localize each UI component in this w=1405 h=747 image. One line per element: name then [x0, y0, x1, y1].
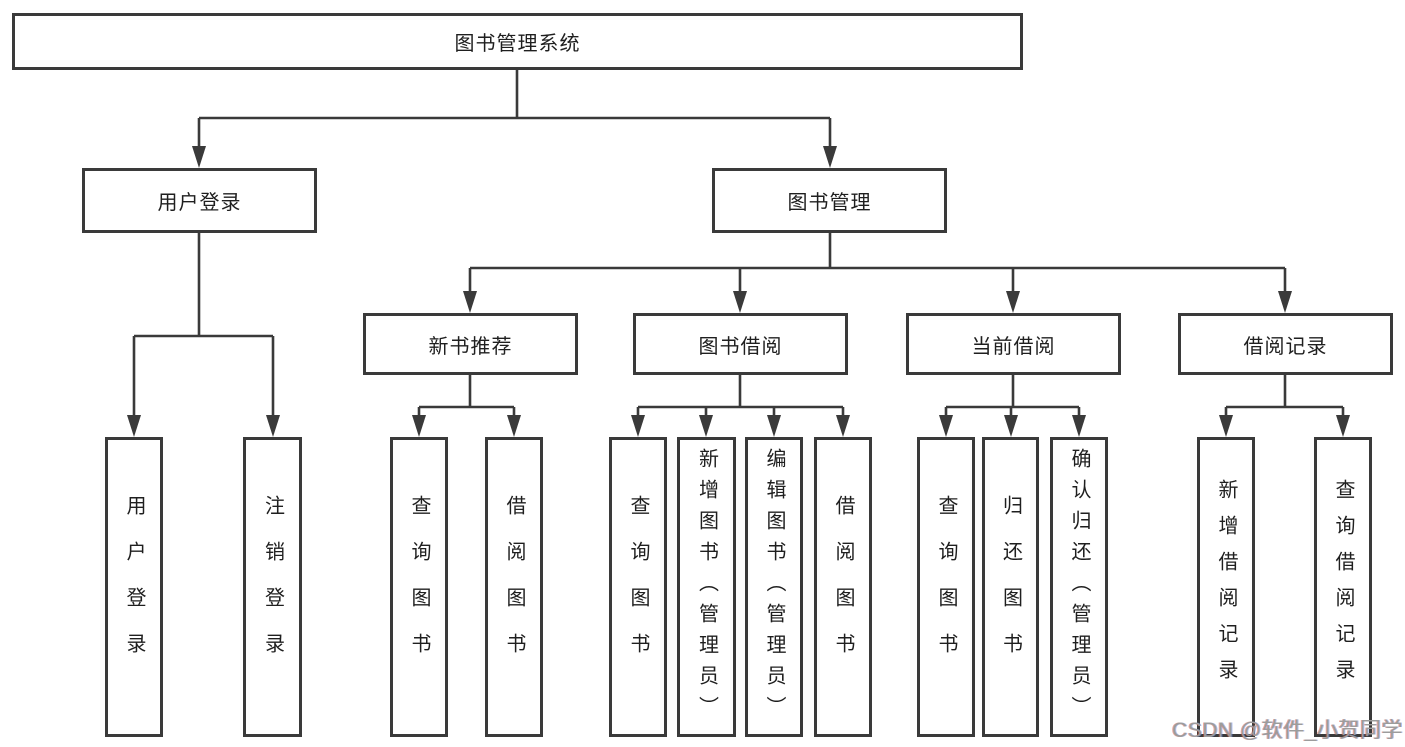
leaf-return-book: 归还图书	[982, 437, 1039, 737]
node-new-book-rec: 新书推荐	[363, 313, 578, 375]
leaf-add-borrow-record: 新增借阅记录	[1197, 437, 1255, 737]
leaf-user-login-label: 用户登录	[123, 495, 145, 679]
leaf-query-borrow-record: 查询借阅记录	[1314, 437, 1372, 737]
leaf-rec-query-books: 查询图书	[390, 437, 448, 737]
leaf-borrow-book-label: 借阅图书	[832, 495, 854, 679]
leaf-rec-query-books-label: 查询图书	[408, 495, 430, 679]
node-borrow-records: 借阅记录	[1178, 313, 1393, 375]
connector-borrow-records-to-children	[1219, 375, 1350, 437]
arrow-down-icon	[1278, 291, 1292, 313]
connector-user-login-to-children	[127, 233, 280, 437]
leaf-borrow-book: 借阅图书	[814, 437, 872, 737]
node-current-borrow: 当前借阅	[906, 313, 1121, 375]
arrow-down-icon	[1219, 415, 1233, 437]
connector-new-book-rec-to-children	[412, 375, 521, 437]
leaf-confirm-return-admin: 确认归还（管理员）	[1050, 437, 1108, 737]
arrow-down-icon	[631, 415, 645, 437]
node-root-label: 图书管理系统	[454, 33, 581, 55]
leaf-add-book-admin: 新增图书（管理员）	[677, 437, 736, 737]
arrow-down-icon	[733, 291, 747, 313]
connector-root-to-level2	[192, 70, 837, 168]
leaf-rec-borrow-books-label: 借阅图书	[503, 495, 525, 679]
arrow-down-icon	[266, 415, 280, 437]
node-user-login-label: 用户登录	[157, 192, 242, 214]
arrow-down-icon	[1072, 415, 1086, 437]
leaf-logout: 注销登录	[243, 437, 302, 737]
arrow-down-icon	[1006, 291, 1020, 313]
arrow-down-icon	[412, 415, 426, 437]
node-root: 图书管理系统	[12, 13, 1023, 70]
leaf-rec-borrow-books: 借阅图书	[485, 437, 543, 737]
leaf-return-book-label: 归还图书	[999, 495, 1022, 679]
arrow-down-icon	[1336, 415, 1350, 437]
arrow-down-icon	[1004, 415, 1018, 437]
node-book-borrow-label: 图书借阅	[698, 335, 783, 358]
arrow-down-icon	[767, 415, 781, 437]
node-current-borrow-label: 当前借阅	[971, 335, 1056, 358]
node-book-borrow: 图书借阅	[633, 313, 848, 375]
node-book-mgmt-label: 图书管理	[787, 192, 872, 214]
arrow-down-icon	[836, 415, 850, 437]
arrow-down-icon	[823, 146, 837, 168]
leaf-add-borrow-record-label: 新增借阅记录	[1215, 479, 1237, 695]
leaf-edit-book-admin-label: 编辑图书（管理员）	[763, 447, 785, 727]
leaf-logout-label: 注销登录	[261, 495, 284, 679]
node-user-login: 用户登录	[82, 168, 317, 233]
leaf-borrow-query-books: 查询图书	[609, 437, 667, 737]
arrow-down-icon	[192, 146, 206, 168]
arrow-down-icon	[127, 415, 141, 437]
arrow-down-icon	[507, 415, 521, 437]
leaf-add-book-admin-label: 新增图书（管理员）	[695, 447, 718, 727]
connector-current-borrow-to-children	[939, 375, 1086, 437]
leaf-edit-book-admin: 编辑图书（管理员）	[745, 437, 803, 737]
connector-book-mgmt-to-groups	[463, 233, 1292, 313]
arrow-down-icon	[463, 291, 477, 313]
node-borrow-records-label: 借阅记录	[1243, 335, 1328, 358]
csdn-watermark: CSDN @软件_小贺同学	[1172, 719, 1403, 742]
node-book-mgmt: 图书管理	[712, 168, 947, 233]
leaf-user-login: 用户登录	[105, 437, 163, 737]
leaf-current-query-books: 查询图书	[917, 437, 975, 737]
arrow-down-icon	[699, 415, 713, 437]
leaf-confirm-return-admin-label: 确认归还（管理员）	[1068, 447, 1090, 727]
connector-book-borrow-to-children	[631, 375, 850, 437]
leaf-current-query-books-label: 查询图书	[935, 495, 957, 679]
leaf-query-borrow-record-label: 查询借阅记录	[1332, 479, 1354, 695]
node-new-book-rec-label: 新书推荐	[428, 335, 513, 358]
leaf-borrow-query-books-label: 查询图书	[627, 495, 649, 679]
arrow-down-icon	[939, 415, 953, 437]
